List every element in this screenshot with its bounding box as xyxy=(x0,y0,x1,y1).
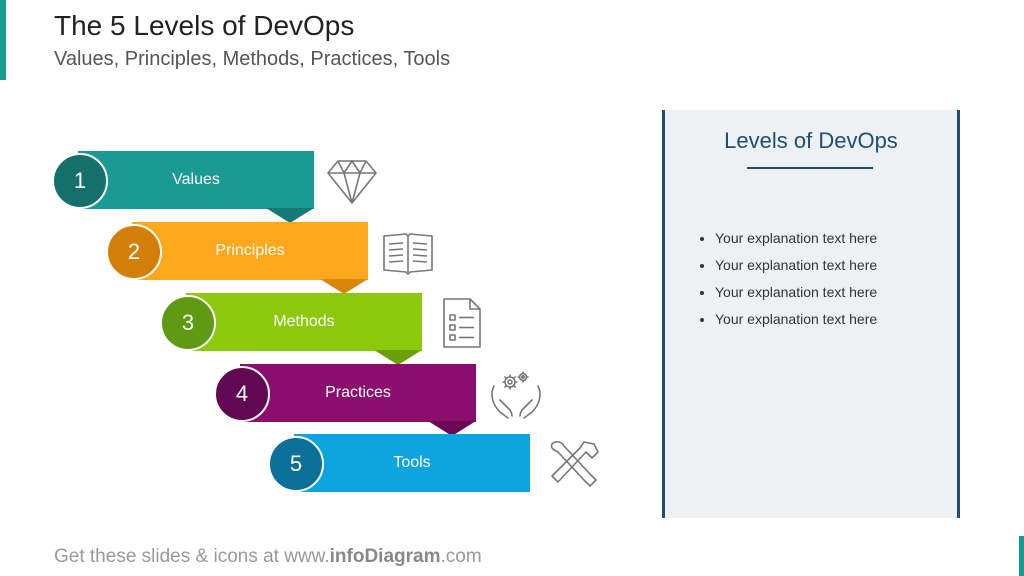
level-3: Methods 3 xyxy=(160,293,500,365)
level-number: 1 xyxy=(73,168,87,193)
panel-title-underline xyxy=(747,167,873,169)
list-item: Your explanation text here xyxy=(715,279,877,306)
list-item: Your explanation text here xyxy=(715,306,877,333)
checklist-document-icon xyxy=(443,298,481,348)
footer-suffix: .com xyxy=(440,546,482,567)
level-label: Values xyxy=(172,171,220,188)
diamond-icon xyxy=(327,160,377,204)
level-tab xyxy=(428,421,476,436)
tools-icon xyxy=(550,441,599,487)
level-bar: Tools xyxy=(294,434,530,492)
level-5: Tools 5 xyxy=(268,434,608,492)
slide-subtitle: Values, Principles, Methods, Practices, … xyxy=(54,48,451,70)
level-1: Values 1 xyxy=(52,151,392,223)
level-label: Practices xyxy=(325,384,391,401)
level-4: Practices 4 xyxy=(214,364,554,436)
level-bar: Practices xyxy=(240,364,476,422)
level-number: 4 xyxy=(235,381,249,406)
level-tab xyxy=(266,208,314,223)
level-number-circle: 5 xyxy=(268,436,324,492)
panel-title: Levels of DevOps xyxy=(724,128,898,153)
level-number-circle: 4 xyxy=(214,366,270,422)
level-number: 2 xyxy=(127,239,141,264)
level-tab xyxy=(320,279,368,294)
list-item: Your explanation text here xyxy=(715,225,877,252)
footer-brand: infoDiagram xyxy=(329,546,441,567)
level-bar: Principles xyxy=(132,222,368,280)
footer-credit: Get these slides & icons at www.infoDiag… xyxy=(54,546,482,568)
level-bar: Values xyxy=(78,151,314,209)
level-number-circle: 1 xyxy=(52,153,108,209)
explanation-list: Your explanation text here Your explanat… xyxy=(693,225,877,333)
footer-prefix: Get these slides & icons at www. xyxy=(54,546,330,567)
explanation-panel: Levels of DevOps Your explanation text h… xyxy=(662,110,960,518)
slide-title: The 5 Levels of DevOps xyxy=(54,10,355,41)
level-number-circle: 3 xyxy=(160,295,216,351)
level-2: Principles 2 xyxy=(106,222,446,294)
level-number: 3 xyxy=(181,310,195,335)
hands-gears-icon xyxy=(491,371,541,419)
level-bar: Methods xyxy=(186,293,422,351)
level-number: 5 xyxy=(289,451,303,476)
level-label: Tools xyxy=(393,454,431,471)
right-accent-bar xyxy=(1019,536,1024,576)
level-number-circle: 2 xyxy=(106,224,162,280)
book-icon xyxy=(383,233,433,275)
level-tab xyxy=(374,350,422,365)
level-label: Principles xyxy=(215,242,285,259)
left-accent-bar xyxy=(0,0,6,80)
level-label: Methods xyxy=(273,313,335,330)
list-item: Your explanation text here xyxy=(715,252,877,279)
